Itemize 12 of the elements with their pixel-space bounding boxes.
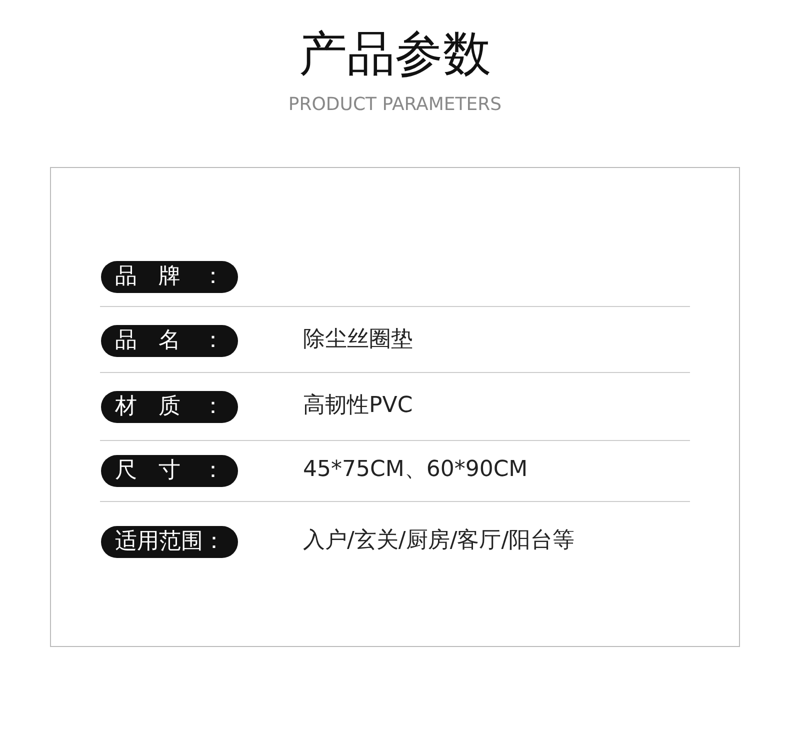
- label-pill: 品名：: [101, 325, 238, 357]
- label-pill: 尺寸：: [101, 455, 238, 487]
- title: 产品参数: [298, 25, 492, 84]
- value-text: 除尘丝圈垫: [303, 326, 413, 354]
- card-frame: [50, 167, 740, 647]
- value-text: 45*75CM、60*90CM: [303, 456, 528, 484]
- value-text: 高韧性PVC: [303, 392, 413, 420]
- value-text: 入户/玄关/厨房/客厅/阳台等: [303, 527, 575, 555]
- label-pill: 品牌：: [101, 261, 238, 293]
- subtitle: PRODUCT PARAMETERS: [287, 94, 503, 115]
- label-pill: 适用范围：: [101, 526, 238, 558]
- label-pill: 材质：: [101, 391, 238, 423]
